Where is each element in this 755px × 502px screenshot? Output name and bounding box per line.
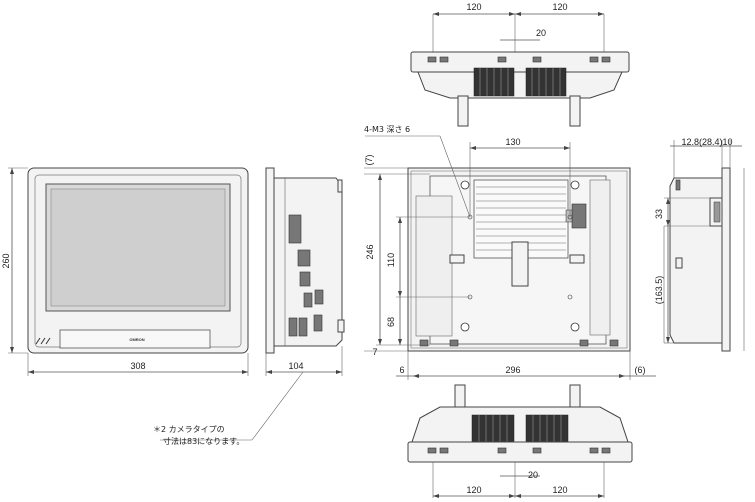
dim-bottom-right-120: 120 bbox=[552, 485, 567, 495]
bottom-view: 20 120 120 bbox=[407, 384, 633, 498]
dim-side-depth: 104 bbox=[288, 361, 303, 371]
top-view: 120 120 20 bbox=[410, 2, 630, 127]
dim-rear-6-left: 6 bbox=[399, 365, 404, 375]
dim-bottom-20: 20 bbox=[528, 470, 538, 480]
dim-rear-68: 68 bbox=[386, 317, 396, 327]
dim-rear-6-right: (6) bbox=[635, 365, 646, 375]
side-view: 104 bbox=[160, 167, 345, 441]
screw-label: 4-M3 深さ 6 bbox=[364, 125, 410, 134]
dim-rear-7-bottom: 7 bbox=[372, 347, 377, 357]
camera-note-line1: ＊2 カメラタイプの bbox=[153, 425, 225, 434]
dim-rear-246: 246 bbox=[365, 244, 375, 259]
dim-top-20: 20 bbox=[536, 28, 546, 38]
camera-note-line2: 寸法は83になります。 bbox=[163, 436, 244, 446]
dim-right-163-5: (163.5) bbox=[654, 276, 664, 305]
dim-bottom-left-120: 120 bbox=[466, 485, 481, 495]
bottom-vent-left bbox=[471, 414, 515, 446]
front-view: OMRON 260 308 bbox=[1, 167, 249, 376]
dim-rear-130: 130 bbox=[505, 137, 520, 147]
dim-top-right-120: 120 bbox=[552, 2, 567, 12]
dim-rear-296: 296 bbox=[505, 365, 520, 375]
dim-right-33: 33 bbox=[654, 209, 664, 219]
dim-rear-7-top: (7) bbox=[364, 154, 374, 165]
dim-rear-110: 110 bbox=[386, 253, 396, 267]
bottom-vent-right bbox=[525, 414, 569, 446]
dim-top-left-120: 120 bbox=[466, 2, 481, 12]
omron-logo: OMRON bbox=[129, 337, 144, 342]
rear-view: 130 4-M3 深さ 6 (7) 246 110 68 7 6 bbox=[364, 125, 656, 380]
top-vent-left bbox=[473, 67, 515, 97]
dim-front-width: 308 bbox=[130, 361, 145, 371]
right-side-view: 12.8(28.4)10 33 (163.5) bbox=[654, 137, 745, 352]
top-vent-right bbox=[525, 67, 567, 97]
dim-front-height: 260 bbox=[1, 253, 11, 268]
dim-right-top: 12.8(28.4)10 bbox=[681, 137, 732, 147]
